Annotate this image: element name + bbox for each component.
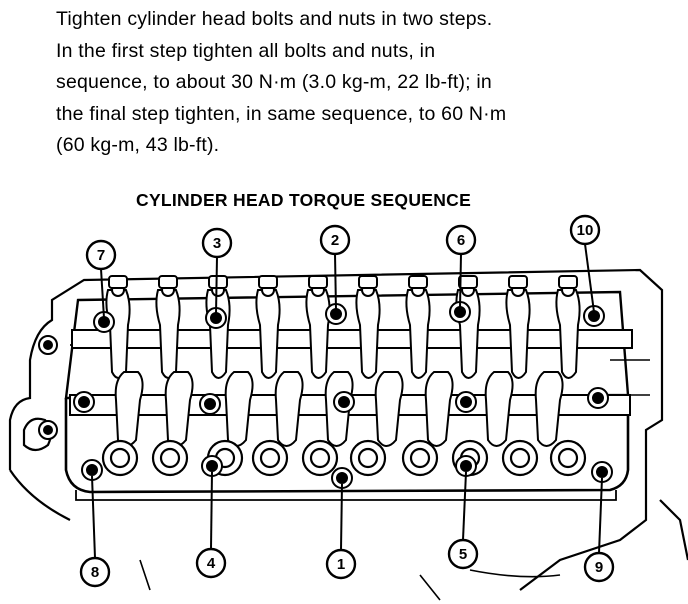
valve-spring	[101, 439, 139, 477]
instruction-line-4: the final step tighten, in same sequence…	[56, 102, 507, 125]
callout-number: 6	[457, 232, 465, 249]
rocker-arm	[224, 371, 254, 447]
valve-spring	[549, 439, 587, 477]
rocker-arms-top	[105, 275, 581, 379]
rocker-arm	[405, 275, 431, 379]
callout-number: 10	[577, 222, 594, 239]
callouts: 7 3 2 6 10 8 4 1 5 9	[79, 214, 615, 588]
head-bolt	[93, 311, 115, 333]
head-bolt	[73, 391, 95, 413]
head-bolt	[199, 393, 221, 415]
torque-sequence-callout: 7	[85, 239, 117, 319]
rocker-arm	[374, 371, 404, 447]
rocker-arm	[164, 371, 194, 447]
valve-spring	[251, 439, 289, 477]
torque-sequence-callout: 10	[569, 214, 601, 313]
head-bolt	[333, 391, 355, 413]
instruction-line-5: (60 kg-m, 43 lb-ft).	[56, 134, 220, 156]
valve-spring	[151, 439, 189, 477]
head-bolt	[587, 387, 609, 409]
torque-sequence-callout: 4	[195, 471, 227, 579]
callout-number: 4	[207, 555, 216, 572]
callout-number: 8	[91, 564, 99, 581]
torque-sequence-callout: 9	[583, 477, 615, 583]
instruction-line-2: In the first step tighten all bolts and …	[56, 39, 436, 62]
instruction-line-3: sequence, to about 30 N·m (3.0 kg-m, 22 …	[56, 71, 492, 93]
rocker-arm	[155, 275, 181, 379]
valve-spring	[401, 439, 439, 477]
callout-number: 3	[213, 235, 221, 252]
head-bolts	[38, 301, 613, 489]
rocker-arm	[255, 275, 281, 379]
torque-sequence-callout: 3	[201, 227, 233, 315]
head-bolt	[81, 459, 103, 481]
valve-spring	[501, 439, 539, 477]
callout-number: 2	[331, 232, 339, 249]
valve-spring	[349, 439, 387, 477]
rocker-arm	[534, 371, 564, 447]
torque-sequence-callout: 1	[325, 483, 357, 580]
instruction-line-1: Tighten cylinder head bolts and nuts in …	[56, 8, 493, 30]
torque-sequence-callout: 6	[445, 224, 477, 309]
callout-number: 7	[97, 247, 105, 264]
diagram-title: CYLINDER HEAD TORQUE SEQUENCE	[136, 190, 472, 210]
valve-spring	[301, 439, 339, 477]
rocker-arm	[505, 275, 531, 379]
callout-number: 9	[595, 559, 603, 576]
head-bolt	[331, 467, 353, 489]
head-bolt	[455, 391, 477, 413]
torque-sequence-callout: 8	[79, 475, 111, 588]
block-stud	[38, 335, 58, 355]
instruction-text: Tighten cylinder head bolts and nuts in …	[56, 4, 656, 162]
callout-number: 1	[337, 556, 345, 573]
rocker-arm	[484, 371, 514, 447]
block-stud	[38, 420, 58, 440]
rocker-arm	[355, 275, 381, 379]
torque-sequence-callout: 2	[319, 224, 351, 311]
rocker-arm	[114, 371, 144, 447]
rocker-arm	[274, 371, 304, 447]
torque-sequence-callout: 5	[447, 471, 479, 570]
rocker-arm	[305, 275, 331, 379]
rocker-arm	[555, 275, 581, 379]
rocker-arm	[424, 371, 454, 447]
callout-number: 5	[459, 546, 467, 563]
